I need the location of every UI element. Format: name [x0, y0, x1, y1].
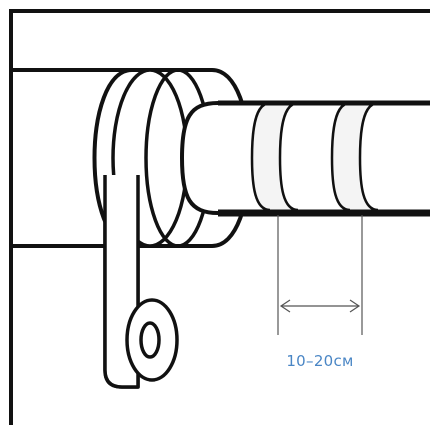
tape-curl-inner	[139, 321, 161, 359]
front-pipe-fill	[182, 103, 430, 213]
tape-band-left-fill	[252, 103, 298, 210]
tape-band-right-edge-b	[358, 101, 379, 212]
front-pipe	[179, 100, 430, 217]
dimension-arrow-left	[279, 299, 291, 313]
dimension-label: 10–20см	[286, 352, 353, 370]
dimension-annotation: 10–20см	[277, 215, 363, 370]
tape-band-left	[250, 101, 299, 212]
frame	[9, 9, 430, 425]
tape-band-right-fill	[332, 103, 378, 210]
tape-band-right-edge-a	[330, 101, 351, 212]
dimension-arrow-right	[349, 299, 361, 313]
tape-band-right	[330, 101, 379, 212]
tape-band-left-edge-b	[278, 101, 299, 212]
front-pipe-end	[179, 101, 219, 215]
tape-band-left-edge-a	[250, 101, 271, 212]
